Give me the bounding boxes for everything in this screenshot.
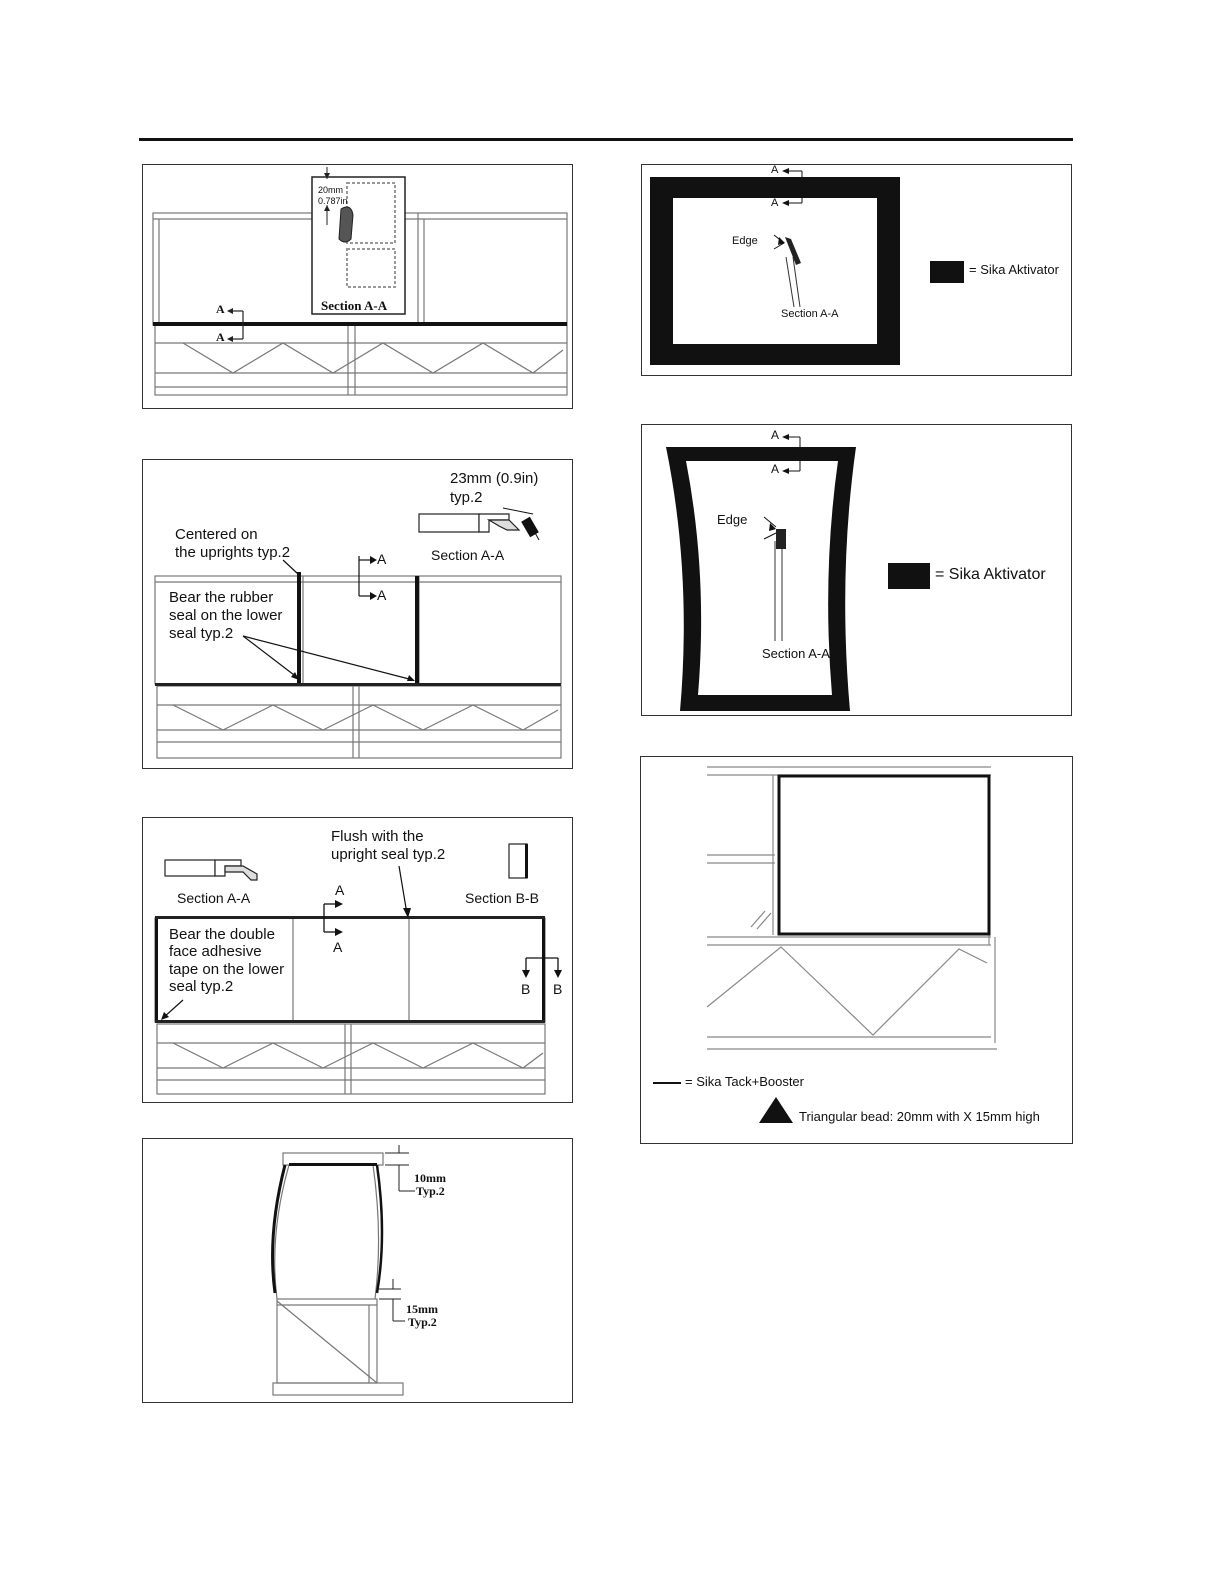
section-inset	[311, 176, 406, 315]
marker-a-lower: A	[771, 462, 780, 476]
note-centered-1: Centered on	[175, 526, 258, 543]
legend-label: = Sika Aktivator	[935, 566, 1046, 583]
section-bb-label: Section B-B	[465, 890, 539, 906]
note-bear-2: seal on the lower	[169, 607, 283, 624]
dim-23mm: 23mm (0.9in)	[450, 470, 539, 487]
marker-a-upper: A	[377, 551, 387, 567]
legend-swatch	[888, 563, 930, 589]
section-label: Section A-A	[431, 547, 505, 563]
marker-a-lower: A	[333, 939, 343, 955]
triangle-bead-icon	[759, 1097, 793, 1123]
marker-a-lower: A	[377, 587, 387, 603]
section-label: Section A-A	[762, 646, 830, 661]
dim-0787in: 0.787in	[318, 196, 348, 206]
section-label: Section A-A	[781, 308, 839, 320]
sika-tack-outline	[777, 774, 991, 936]
section-title: Section A-A	[321, 298, 388, 313]
note-tape-1: Bear the double	[169, 926, 275, 943]
marker-a-upper: A	[216, 302, 225, 316]
flush-note-2: upright seal typ.2	[331, 846, 446, 863]
marker-b-left: B	[521, 981, 531, 997]
marker-a-lower: A	[216, 330, 225, 344]
header-rule	[139, 138, 1073, 141]
panel-rubber-seal: 23mm (0.9in) typ.2 Section A-A Centered …	[142, 459, 573, 769]
marker-a-lower: A	[771, 197, 779, 209]
marker-a-upper: A	[335, 882, 345, 898]
dim-10mm-typ: Typ.2	[416, 1184, 445, 1198]
panel-section-aa-dimension: 20mm 0.787in Section A-A A A	[142, 164, 573, 409]
note-tape-3: tape on the lower	[169, 961, 285, 978]
panel2-drawing	[154, 507, 562, 759]
section-aa-label: Section A-A	[177, 890, 251, 906]
dim-typ2: typ.2	[450, 489, 483, 506]
seal-line	[153, 322, 567, 326]
panel-aktivator-curved: A A Edge Section A-A = Sika Aktivator	[641, 424, 1072, 716]
panel4-drawing	[271, 1145, 415, 1396]
legend-label: = Sika Aktivator	[969, 262, 1059, 277]
dim-20mm: 20mm	[318, 185, 344, 195]
flush-note-1: Flush with the	[331, 828, 424, 845]
dim-15mm: 15mm	[406, 1302, 438, 1316]
marker-a-upper: A	[771, 428, 780, 442]
note-bear-3: seal typ.2	[169, 625, 234, 642]
legend-line-label: = Sika Tack+Booster	[685, 1074, 804, 1089]
dim-10mm: 10mm	[414, 1171, 446, 1185]
marker-b-right: B	[553, 981, 563, 997]
panel-adhesive-tape: Flush with the upright seal typ.2 Sectio…	[142, 817, 573, 1103]
note-centered-2: the uprights typ.2	[175, 544, 291, 561]
panel-sika-tack: = Sika Tack+Booster Triangular bead: 20m…	[640, 756, 1073, 1144]
marker-a-upper: A	[771, 164, 779, 176]
panel3-drawing	[154, 843, 562, 1095]
legend-swatch	[930, 261, 964, 283]
panel1-drawing	[152, 167, 568, 396]
panel5-drawing	[650, 168, 964, 365]
dim-15mm-typ: Typ.2	[408, 1315, 437, 1329]
panel-aktivator-flat: A A Edge Section A-A = Sika Aktivator	[641, 164, 1072, 376]
edge-label: Edge	[732, 235, 758, 247]
seal-profile	[338, 206, 354, 243]
note-tape-4: seal typ.2	[169, 978, 234, 995]
panel-side-profile: 10mm Typ.2 15mm Typ.2	[142, 1138, 573, 1403]
panel6-drawing	[666, 434, 930, 711]
note-bear-1: Bear the rubber	[169, 589, 274, 606]
legend-bead-label: Triangular bead: 20mm with X 15mm high	[799, 1109, 1040, 1124]
panel7-drawing	[653, 766, 997, 1123]
note-tape-2: face adhesive	[169, 943, 262, 960]
edge-label: Edge	[717, 512, 748, 527]
